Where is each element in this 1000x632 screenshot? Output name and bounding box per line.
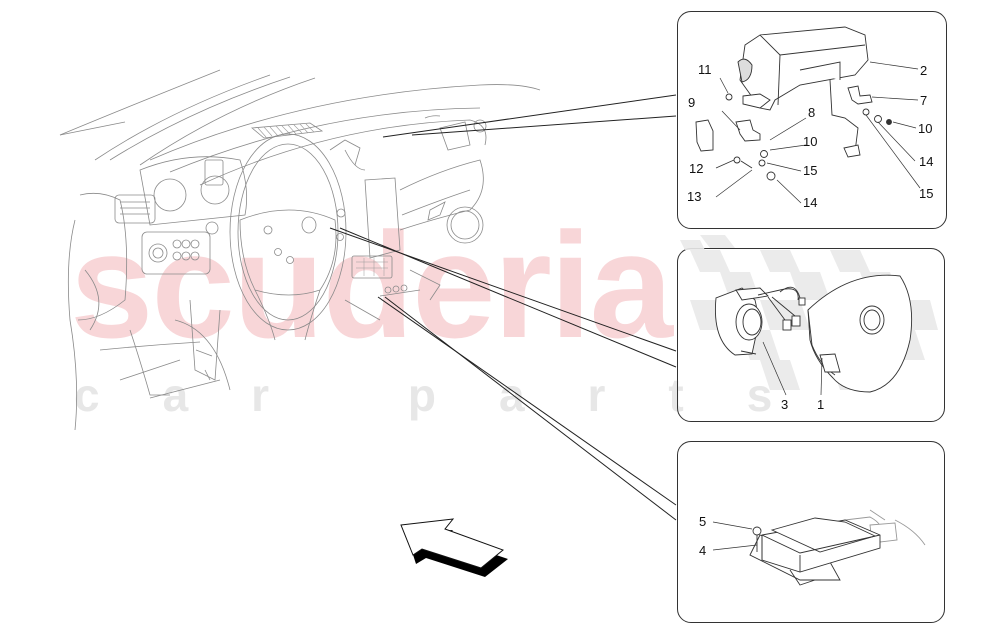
part-label-14-left: 14 [803,195,818,210]
part-label-1: 1 [817,397,825,412]
part-label-9: 9 [688,95,696,110]
part-label-3: 3 [781,397,789,412]
part-label-11: 11 [698,62,712,77]
part-label-14-right: 14 [919,154,934,169]
part-label-12: 12 [689,161,704,176]
part-label-7: 7 [920,93,928,108]
part-label-8: 8 [808,105,816,120]
part-label-4: 4 [699,543,707,558]
part-label-10-left: 10 [803,134,818,149]
part-label-13: 13 [687,189,702,204]
callout-passenger-airbag [677,11,947,229]
part-label-2: 2 [920,63,928,78]
part-label-15-left: 15 [803,163,818,178]
callout-airbag-control-unit [677,441,945,623]
part-label-15-right: 15 [919,186,934,201]
part-label-10-right: 10 [918,121,933,136]
view-direction-arrow [400,518,508,577]
part-label-5: 5 [699,514,707,529]
callout-driver-airbag [677,248,945,422]
